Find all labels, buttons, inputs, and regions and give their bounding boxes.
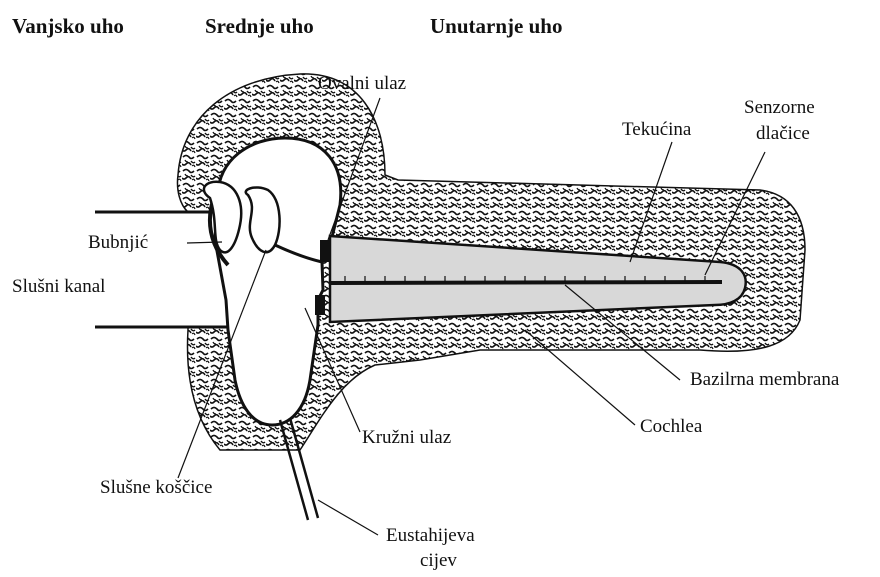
round-window-shape (315, 295, 325, 315)
label-hair-cells-2: dlačice (756, 122, 810, 145)
label-eardrum: Bubnjić (88, 231, 148, 254)
basilar-membrane-shape (330, 282, 722, 283)
label-eustachian-1: Eustahijeva (386, 524, 475, 547)
oval-window-shape (320, 240, 330, 262)
label-oval-window: Ovalni ulaz (318, 72, 406, 95)
label-ear-canal: Slušni kanal (12, 275, 105, 298)
label-eustachian-2: cijev (420, 549, 457, 572)
label-basilar-membrane: Bazilrna membrana (690, 368, 839, 391)
label-fluid: Tekućina (622, 118, 691, 141)
header-inner-ear: Unutarnje uho (430, 14, 562, 39)
label-ossicles: Slušne koščice (100, 476, 212, 499)
label-round-window: Kružni ulaz (362, 426, 451, 449)
header-middle-ear: Srednje uho (205, 14, 314, 39)
header-outer-ear: Vanjsko uho (12, 14, 124, 39)
label-hair-cells-1: Senzorne (744, 96, 815, 119)
label-cochlea: Cochlea (640, 415, 702, 438)
